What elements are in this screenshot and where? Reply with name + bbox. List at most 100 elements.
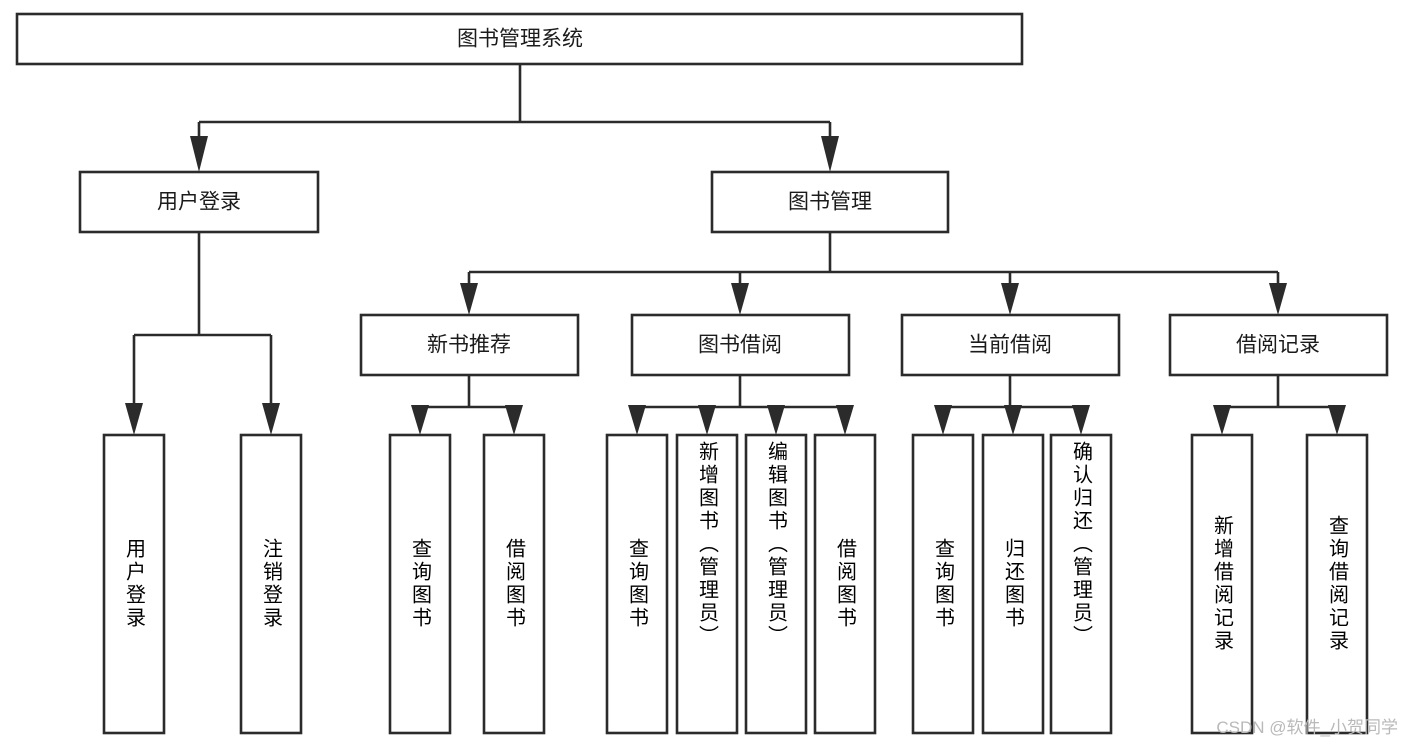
node-leaf-borrow-book-1-text-area: 借阅图书 — [502, 538, 525, 630]
node-leaf-return-book-text-area: 归还图书 — [1001, 538, 1024, 630]
node-root-box[interactable] — [15, 12, 1024, 66]
node-leaf-user-login[interactable]: 用户登录 — [102, 433, 166, 735]
node-leaf-add-book-box[interactable] — [675, 433, 739, 735]
arrow-head-user-login — [190, 136, 208, 172]
node-leaf-user-login-text-area: 用户登录 — [122, 538, 145, 630]
node-leaf-query-record[interactable]: 查询借阅记录 — [1305, 433, 1369, 735]
node-leaf-borrow-book-2-label: 借阅图书 — [833, 538, 856, 630]
arrow-head-leaf-user-login — [125, 403, 143, 435]
node-leaf-query-book-3-label: 查询图书 — [931, 538, 954, 630]
node-leaf-borrow-book-2-box[interactable] — [813, 433, 877, 735]
node-book-management-label: 图书管理 — [788, 191, 872, 214]
node-borrow-record-label: 借阅记录 — [1236, 334, 1320, 357]
node-current-borrow-label: 当前借阅 — [968, 334, 1052, 357]
node-leaf-query-book-2[interactable]: 查询图书 — [605, 433, 669, 735]
arrow-head-leaf-query-book-3 — [934, 405, 952, 435]
node-book-management-box[interactable] — [710, 170, 950, 234]
node-leaf-add-book[interactable]: 新增图书（管理员） — [675, 433, 739, 735]
connector-group-book-borrow — [628, 375, 854, 435]
arrow-head-leaf-add-book — [698, 405, 716, 435]
arrow-head-leaf-edit-book — [767, 405, 785, 435]
node-leaf-return-book-label: 归还图书 — [1001, 538, 1024, 630]
node-leaf-borrow-book-2-text-area: 借阅图书 — [833, 538, 856, 630]
node-leaf-add-record-label: 新增借阅记录 — [1210, 515, 1233, 653]
node-leaf-user-logout[interactable]: 注销登录 — [239, 433, 303, 735]
arrow-head-leaf-query-book-1 — [411, 405, 429, 435]
arrow-head-leaf-return-book — [1004, 405, 1022, 435]
node-leaf-user-login-box[interactable] — [102, 433, 166, 735]
node-leaf-borrow-book-1[interactable]: 借阅图书 — [482, 433, 546, 735]
node-leaf-add-record[interactable]: 新增借阅记录 — [1190, 433, 1254, 735]
node-new-book-recommend-label: 新书推荐 — [427, 334, 511, 357]
arrow-head-new-book-recommend — [460, 283, 478, 315]
node-leaf-edit-book-box[interactable] — [744, 433, 808, 735]
node-leaf-query-book-3-text-area: 查询图书 — [931, 538, 954, 630]
node-root-label: 图书管理系统 — [457, 28, 583, 51]
node-leaf-confirm-return-box[interactable] — [1049, 433, 1113, 735]
node-leaf-query-book-2-text-area: 查询图书 — [625, 538, 648, 630]
node-current-borrow-box[interactable] — [900, 313, 1121, 377]
node-leaf-edit-book-label: 编辑图书（管理员） — [764, 441, 787, 648]
node-leaf-user-logout-text-area: 注销登录 — [259, 538, 282, 630]
node-leaf-edit-book[interactable]: 编辑图书（管理员） — [744, 433, 808, 735]
arrow-head-borrow-record — [1269, 283, 1287, 315]
arrow-head-current-borrow — [1001, 283, 1019, 315]
node-root[interactable]: 图书管理系统 — [15, 12, 1024, 66]
node-borrow-record-box[interactable] — [1168, 313, 1389, 377]
node-user-login-label: 用户登录 — [157, 191, 241, 214]
node-leaf-add-book-label: 新增图书（管理员） — [695, 441, 718, 648]
connector-group-root — [190, 64, 839, 172]
node-leaf-add-record-box[interactable] — [1190, 433, 1254, 735]
node-book-management[interactable]: 图书管理 — [710, 170, 950, 234]
node-leaf-borrow-book-1-label: 借阅图书 — [502, 538, 525, 630]
arrow-head-leaf-query-book-2 — [628, 405, 646, 435]
node-leaf-confirm-return-text-area: 确认归还（管理员） — [1069, 441, 1092, 648]
node-leaf-edit-book-text-area: 编辑图书（管理员） — [764, 441, 787, 648]
node-leaf-query-book-1-box[interactable] — [388, 433, 452, 735]
node-leaf-return-book[interactable]: 归还图书 — [981, 433, 1045, 735]
node-leaf-return-book-box[interactable] — [981, 433, 1045, 735]
arrow-head-leaf-user-logout — [262, 403, 280, 435]
node-leaf-query-book-2-label: 查询图书 — [625, 538, 648, 630]
node-leaf-borrow-book-1-box[interactable] — [482, 433, 546, 735]
node-leaf-user-login-label: 用户登录 — [122, 538, 145, 630]
node-leaf-query-book-2-box[interactable] — [605, 433, 669, 735]
node-leaf-confirm-return-label: 确认归还（管理员） — [1069, 441, 1092, 648]
node-book-borrow-box[interactable] — [630, 313, 851, 377]
node-leaf-confirm-return[interactable]: 确认归还（管理员） — [1049, 433, 1113, 735]
node-current-borrow[interactable]: 当前借阅 — [900, 313, 1121, 377]
node-leaf-borrow-book-2[interactable]: 借阅图书 — [813, 433, 877, 735]
arrow-head-leaf-borrow-book-2 — [836, 405, 854, 435]
connector-group-current-borrow — [934, 375, 1090, 435]
node-leaf-user-logout-box[interactable] — [239, 433, 303, 735]
node-leaf-query-book-1-text-area: 查询图书 — [408, 538, 431, 630]
arrow-head-leaf-confirm-return — [1072, 405, 1090, 435]
arrow-head-leaf-borrow-book-1 — [505, 405, 523, 435]
node-user-login-box[interactable] — [78, 170, 320, 234]
node-user-login[interactable]: 用户登录 — [78, 170, 320, 234]
arrow-head-leaf-query-record — [1328, 405, 1346, 435]
node-new-book-recommend[interactable]: 新书推荐 — [359, 313, 580, 377]
arrow-head-leaf-add-record — [1213, 405, 1231, 435]
node-leaf-query-record-box[interactable] — [1305, 433, 1369, 735]
arrow-head-book-borrow — [731, 283, 749, 315]
node-leaf-add-book-text-area: 新增图书（管理员） — [695, 441, 718, 648]
node-book-borrow[interactable]: 图书借阅 — [630, 313, 851, 377]
node-leaf-query-book-3[interactable]: 查询图书 — [911, 433, 975, 735]
node-leaf-query-record-text-area: 查询借阅记录 — [1326, 515, 1348, 653]
node-new-book-recommend-box[interactable] — [359, 313, 580, 377]
node-leaf-query-book-3-box[interactable] — [911, 433, 975, 735]
arrow-head-book-management — [821, 136, 839, 172]
node-leaf-add-record-text-area: 新增借阅记录 — [1210, 515, 1233, 653]
connector-group-new-book-recommend — [411, 375, 523, 435]
node-leaf-user-logout-label: 注销登录 — [259, 538, 282, 630]
node-book-borrow-label: 图书借阅 — [698, 334, 782, 357]
connector-group-user-login — [125, 232, 280, 435]
node-leaf-query-book-1-label: 查询图书 — [408, 538, 431, 630]
node-leaf-query-book-1[interactable]: 查询图书 — [388, 433, 452, 735]
csdn-watermark: CSDN @软件_小贺同学 — [1216, 718, 1398, 737]
connector-group-borrow-record — [1213, 375, 1346, 435]
node-borrow-record[interactable]: 借阅记录 — [1168, 313, 1389, 377]
connector-group-book-management — [460, 232, 1287, 315]
